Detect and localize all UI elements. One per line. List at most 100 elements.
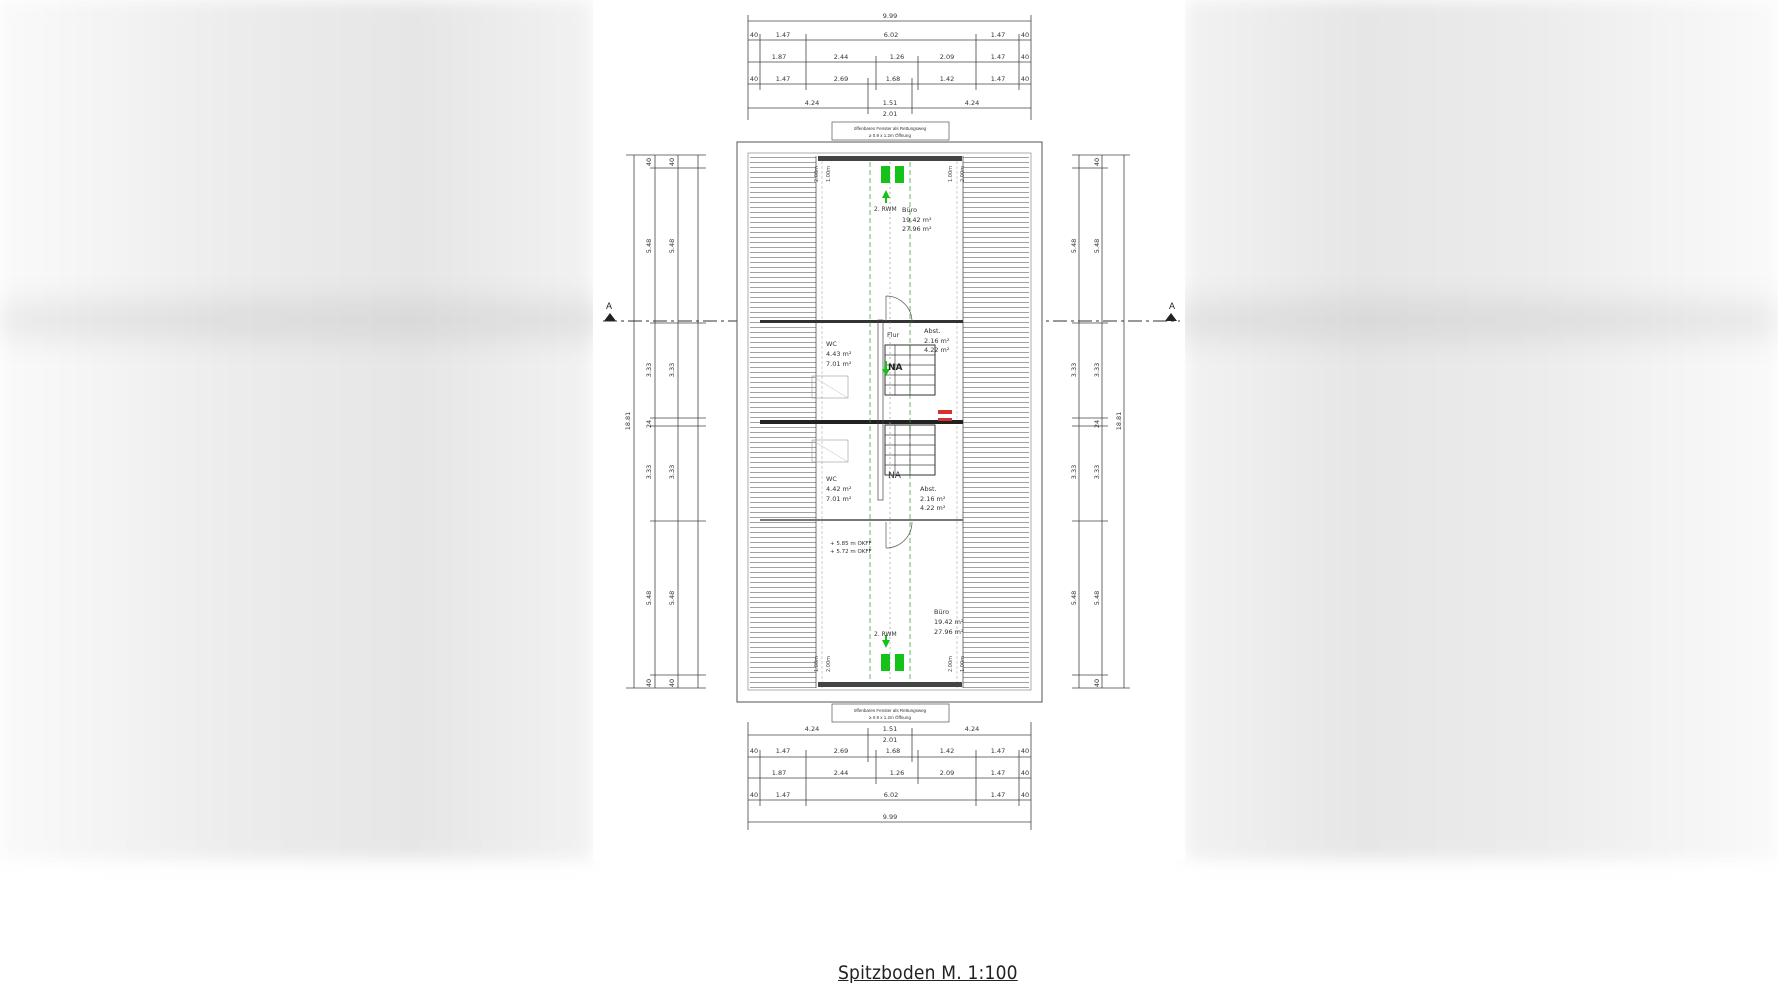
svg-text:≥ 0.9 x 1.2m Öffnung: ≥ 0.9 x 1.2m Öffnung [869,132,911,138]
svg-text:40: 40 [750,747,758,755]
svg-text:1.00m: 1.00m [948,166,954,182]
svg-text:40: 40 [1021,747,1029,755]
bottom-dimension-chains [747,722,1032,830]
svg-text:2.00m: 2.00m [814,166,820,182]
svg-text:1.47: 1.47 [776,791,790,799]
svg-text:1.47: 1.47 [991,747,1005,755]
svg-text:40: 40 [1093,158,1101,166]
svg-text:3.33: 3.33 [1093,363,1101,377]
svg-text:2.09: 2.09 [940,53,954,61]
left-dimension-chains [626,154,706,689]
svg-text:3.33: 3.33 [645,465,653,479]
svg-text:4.24: 4.24 [965,725,979,733]
na-label-bottom: NA [888,471,902,481]
dim-bottom-total: 9.99 [883,813,897,821]
svg-text:≥ 0.9 x 1.2m Öffnung: ≥ 0.9 x 1.2m Öffnung [869,714,911,720]
dim-left-total: 18.81 [624,412,632,431]
dim-top-total: 9.99 [883,12,897,20]
svg-text:40: 40 [1021,791,1029,799]
room-abst-bottom-name: Abst. [920,485,937,493]
bottom-dimension-labels: 4.24 1.51 4.24 2.01 40 1.47 2.69 1.68 1.… [750,725,1029,821]
svg-text:24: 24 [1093,420,1101,428]
svg-text:40: 40 [645,679,653,687]
room-flur-name: Flur [887,331,900,339]
svg-text:3.33: 3.33 [668,465,676,479]
na-label-top: NA [888,363,903,373]
arrow-down-icon-na [882,369,890,376]
svg-text:1.87: 1.87 [772,53,786,61]
room-wc-bottom-name: WC [826,475,837,483]
top-dimension-chains [747,15,1032,120]
svg-text:3.33: 3.33 [645,363,653,377]
svg-text:3.33: 3.33 [1093,465,1101,479]
svg-text:40: 40 [668,158,676,166]
window-note-bottom: öffenbares Fenster als Rettungsweg ≥ 0.9… [831,703,950,723]
section-marker-left: A [606,301,612,311]
room-buero-top-name: Büro [902,206,917,214]
svg-text:1.47: 1.47 [776,31,790,39]
top-dimension-labels: 9.99 40 1.47 6.02 1.47 40 1.87 2.44 1.26… [750,12,1029,118]
svg-text:2.44: 2.44 [834,53,848,61]
clear-height-labels: 2.00m 1.00m 1.00m 2.00m 1.00m 2.00m 2.00… [814,166,966,672]
svg-text:1.26: 1.26 [890,769,904,777]
svg-text:1.47: 1.47 [991,53,1005,61]
svg-text:öffenbares Fenster als Rettung: öffenbares Fenster als Rettungsweg [854,708,927,713]
svg-text:40: 40 [645,158,653,166]
arrow-down-icon [882,640,890,648]
svg-text:5.48: 5.48 [668,239,676,253]
svg-text:1.47: 1.47 [776,747,790,755]
svg-text:27.96 m²: 27.96 m² [934,628,964,636]
svg-text:öffenbares Fenster als Rettung: öffenbares Fenster als Rettungsweg [854,126,927,131]
building-outline [736,141,1043,703]
svg-text:40: 40 [668,679,676,687]
svg-text:2.44: 2.44 [834,769,848,777]
svg-text:24: 24 [645,420,653,428]
svg-text:2.00m: 2.00m [960,166,966,182]
svg-text:2.00m: 2.00m [826,656,832,672]
svg-text:1.51: 1.51 [883,99,897,107]
dim-right-total: 18.81 [1115,412,1123,431]
svg-text:27.96 m²: 27.96 m² [902,225,932,233]
right-dimension-chains [1072,154,1130,689]
svg-text:4.22 m²: 4.22 m² [924,346,950,354]
svg-text:2.09: 2.09 [940,769,954,777]
stair-core [811,162,936,680]
svg-text:1.68: 1.68 [886,75,900,83]
svg-text:7.01 m²: 7.01 m² [826,495,852,503]
svg-text:40: 40 [1021,75,1029,83]
room-buero-bottom-name: Büro [934,608,949,616]
room-labels: Büro 19.42 m² 27.96 m² WC 4.43 m² 7.01 m… [826,206,964,638]
svg-text:19.42 m²: 19.42 m² [902,216,932,224]
right-dimension-labels: 18.81 40 5.48 3.33 24 3.33 5.48 40 5.48 … [1070,158,1123,687]
svg-text:7.01 m²: 7.01 m² [826,360,852,368]
svg-text:4.42 m²: 4.42 m² [826,485,852,493]
roof-slope-right [963,156,1029,688]
svg-text:2.01: 2.01 [883,736,897,744]
svg-text:2.01: 2.01 [883,110,897,118]
svg-text:1.47: 1.47 [776,75,790,83]
svg-text:40: 40 [1021,31,1029,39]
svg-text:5.48: 5.48 [668,591,676,605]
svg-text:1.87: 1.87 [772,769,786,777]
svg-text:5.48: 5.48 [1093,239,1101,253]
escape-route-markers [881,166,952,671]
rwm-label-top: 2. RWM [874,206,897,213]
window-note-top: öffenbares Fenster als Rettungsweg ≥ 0.9… [831,121,950,141]
svg-text:1.00m: 1.00m [960,656,966,672]
svg-text:5.48: 5.48 [645,591,653,605]
svg-text:1.47: 1.47 [991,769,1005,777]
svg-text:2.69: 2.69 [834,75,848,83]
svg-text:1.47: 1.47 [991,31,1005,39]
svg-text:1.42: 1.42 [940,747,954,755]
rwm-label-bottom: 2. RWM [874,631,897,638]
svg-text:4.24: 4.24 [805,99,819,107]
svg-text:1.47: 1.47 [991,75,1005,83]
left-dimension-labels: 18.81 40 5.48 3.33 24 3.33 5.48 40 40 5.… [624,158,676,687]
svg-text:1.51: 1.51 [883,725,897,733]
svg-text:40: 40 [1093,679,1101,687]
svg-text:1.42: 1.42 [940,75,954,83]
svg-text:4.22 m²: 4.22 m² [920,504,946,512]
svg-text:4.24: 4.24 [805,725,819,733]
section-marker-right: A [1169,301,1175,311]
